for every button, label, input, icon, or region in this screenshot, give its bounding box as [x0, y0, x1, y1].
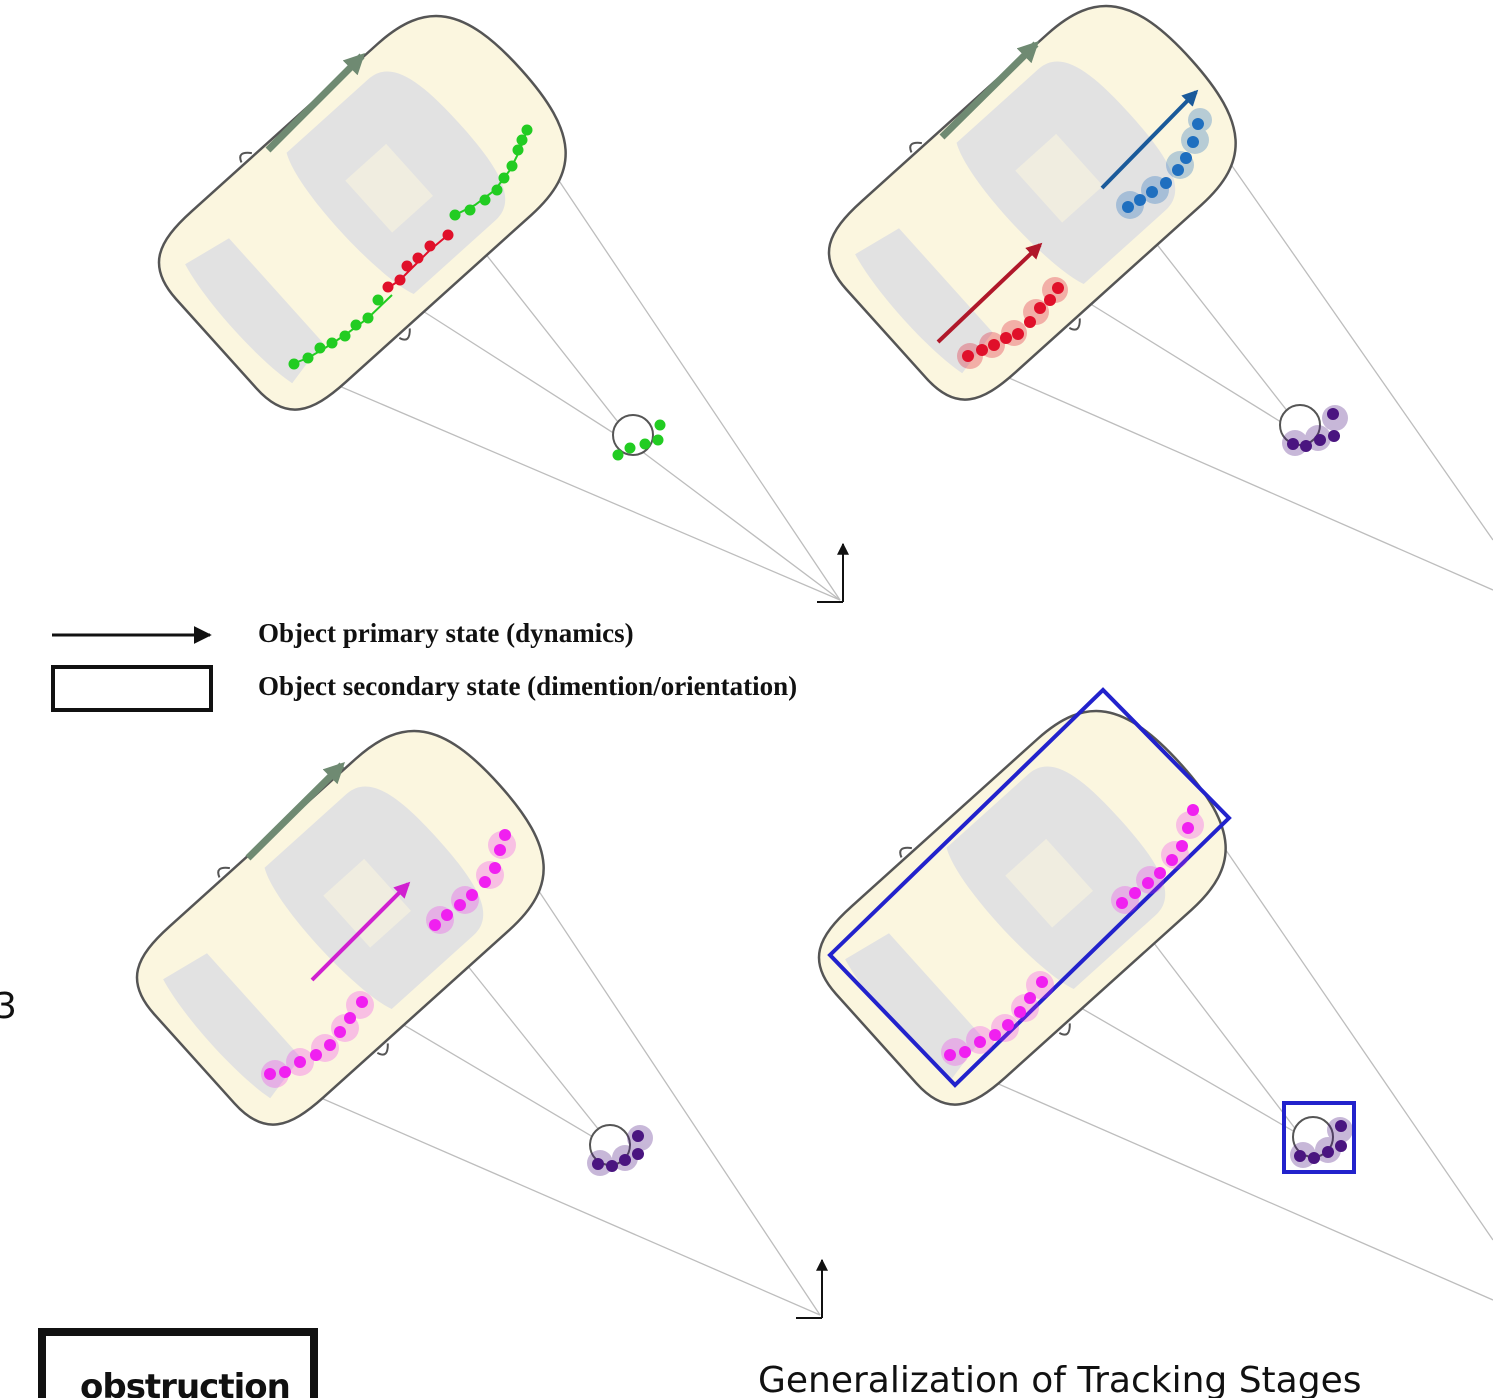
magenta-cluster-upper — [426, 829, 516, 934]
primary-state-arrow-magenta — [310, 881, 411, 982]
secondary-state-box-pedestrian — [1282, 1101, 1356, 1174]
purple-cluster — [1282, 405, 1348, 456]
panel-top-left — [132, 0, 843, 602]
car-shape — [792, 671, 1266, 1133]
panel-bottom-left — [110, 691, 822, 1318]
purple-cluster — [1290, 1117, 1353, 1168]
pedestrian-object — [1279, 404, 1321, 446]
sensor-origin-axes — [796, 1260, 822, 1318]
legend: Object primary state (dynamics) Object s… — [51, 618, 797, 712]
purple-cluster — [587, 1125, 653, 1176]
edge-text-fragment: 3 — [0, 986, 17, 1027]
sensor-rays — [967, 119, 1493, 591]
obstruction-label: obstruction — [80, 1367, 290, 1398]
legend-primary-label: Object primary state (dynamics) — [258, 618, 634, 648]
motion-arrow — [265, 53, 365, 153]
sensor-rays — [289, 129, 841, 601]
diagram-caption: Generalization of Tracking Stages — [758, 1360, 1361, 1398]
blue-cluster — [1116, 108, 1212, 219]
panel-top-right — [802, 0, 1493, 591]
sensor-rays — [954, 804, 1493, 1301]
car-shape — [802, 0, 1276, 428]
primary-state-arrow-blue — [1100, 89, 1199, 190]
legend-box-symbol — [51, 665, 213, 712]
magenta-cluster-upper — [1111, 804, 1204, 914]
magenta-cluster-lower — [941, 971, 1054, 1066]
red-measurement-points — [382, 229, 454, 293]
car-shape — [110, 691, 584, 1153]
legend-secondary-label: Object secondary state (dimention/orient… — [258, 671, 797, 701]
green-measurement-points — [288, 124, 666, 461]
motion-arrow — [245, 762, 345, 861]
obstruction-box: obstruction — [38, 1328, 318, 1398]
motion-arrow — [939, 41, 1039, 140]
car-shape — [132, 0, 606, 438]
panel-bottom-right — [792, 671, 1493, 1301]
primary-state-arrow-red — [936, 242, 1043, 344]
secondary-state-box-car — [827, 687, 1232, 1088]
magenta-cluster-lower — [261, 991, 374, 1088]
red-cluster — [957, 277, 1068, 369]
